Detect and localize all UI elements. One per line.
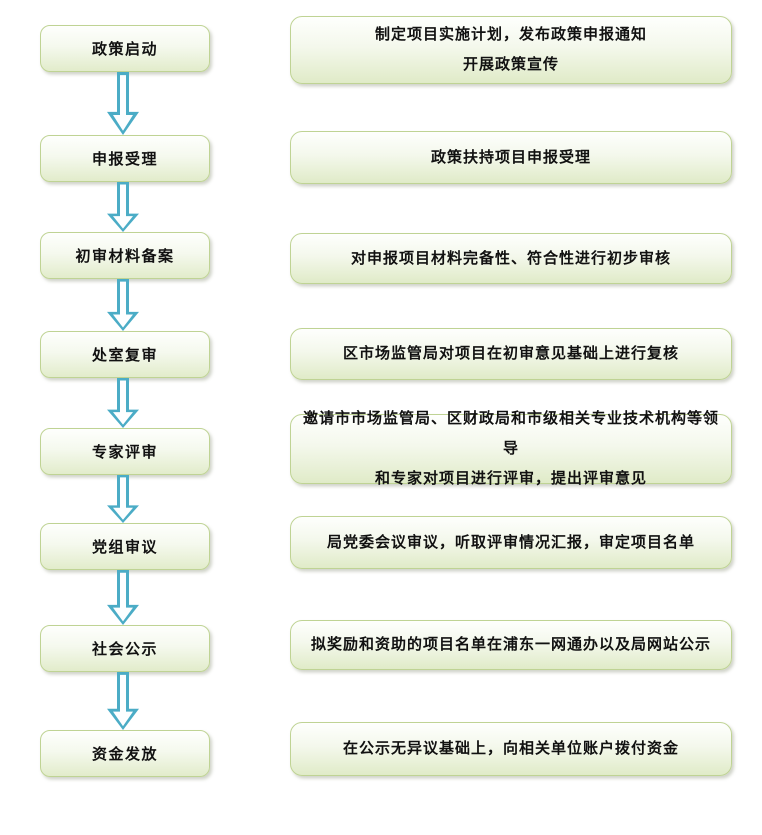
step-box-division-recheck: 处室复审 <box>40 331 210 378</box>
step-label: 党组审议 <box>91 540 158 556</box>
step-box-fund-disbursement: 资金发放 <box>40 730 210 777</box>
step-label: 处室复审 <box>91 348 158 364</box>
step-label: 申报受理 <box>91 152 158 168</box>
step-box-preliminary-review-filing: 初审材料备案 <box>40 232 210 279</box>
step-description: 对申报项目材料完备性、符合性进行初步审核 <box>350 250 671 267</box>
down-arrow-icon <box>105 378 141 428</box>
down-arrow-icon <box>105 279 141 331</box>
step-description: 区市场监管局对项目在初审意见基础上进行复核 <box>342 346 679 362</box>
step-label: 初审材料备案 <box>75 249 175 265</box>
step-description: 拟奖励和资助的项目名单在浦东一网通办以及局网站公示 <box>310 637 711 653</box>
down-arrow-icon <box>105 72 141 135</box>
step-box-expert-review: 专家评审 <box>40 428 210 475</box>
step-description: 在公示无异议基础上，向相关单位账户拨付资金 <box>342 741 679 757</box>
down-arrow-icon <box>105 475 141 523</box>
step-label: 政策启动 <box>91 42 158 58</box>
step-description: 政策扶持项目申报受理 <box>430 149 591 166</box>
desc-box-party-group-deliberation: 局党委会议审议，听取评审情况汇报，审定项目名单 <box>290 516 732 569</box>
step-label: 专家评审 <box>91 445 158 461</box>
step-box-public-notice: 社会公示 <box>40 625 210 672</box>
desc-box-application-acceptance: 政策扶持项目申报受理 <box>290 131 732 184</box>
step-description: 局党委会议审议，听取评审情况汇报，审定项目名单 <box>326 534 695 551</box>
down-arrow-icon <box>105 182 141 232</box>
step-description: 制定项目实施计划，发布政策申报通知 开展政策宣传 <box>374 27 647 73</box>
step-label: 资金发放 <box>91 747 158 763</box>
step-box-party-group-deliberation: 党组审议 <box>40 523 210 570</box>
down-arrow-icon <box>105 570 141 625</box>
step-box-application-acceptance: 申报受理 <box>40 135 210 182</box>
desc-box-fund-disbursement: 在公示无异议基础上，向相关单位账户拨付资金 <box>290 722 732 776</box>
step-box-policy-start: 政策启动 <box>40 25 210 72</box>
desc-box-public-notice: 拟奖励和资助的项目名单在浦东一网通办以及局网站公示 <box>290 620 732 670</box>
desc-box-policy-start: 制定项目实施计划，发布政策申报通知 开展政策宣传 <box>290 16 732 84</box>
desc-box-expert-review: 邀请市市场监管局、区财政局和市级相关专业技术机构等领导 和专家对项目进行评审，提… <box>290 411 732 487</box>
desc-box-division-recheck: 区市场监管局对项目在初审意见基础上进行复核 <box>290 328 732 380</box>
step-description: 邀请市市场监管局、区财政局和市级相关专业技术机构等领导 和专家对项目进行评审，提… <box>302 411 719 487</box>
step-label: 社会公示 <box>91 642 158 658</box>
down-arrow-icon <box>105 672 141 730</box>
desc-box-preliminary-review-filing: 对申报项目材料完备性、符合性进行初步审核 <box>290 233 732 284</box>
